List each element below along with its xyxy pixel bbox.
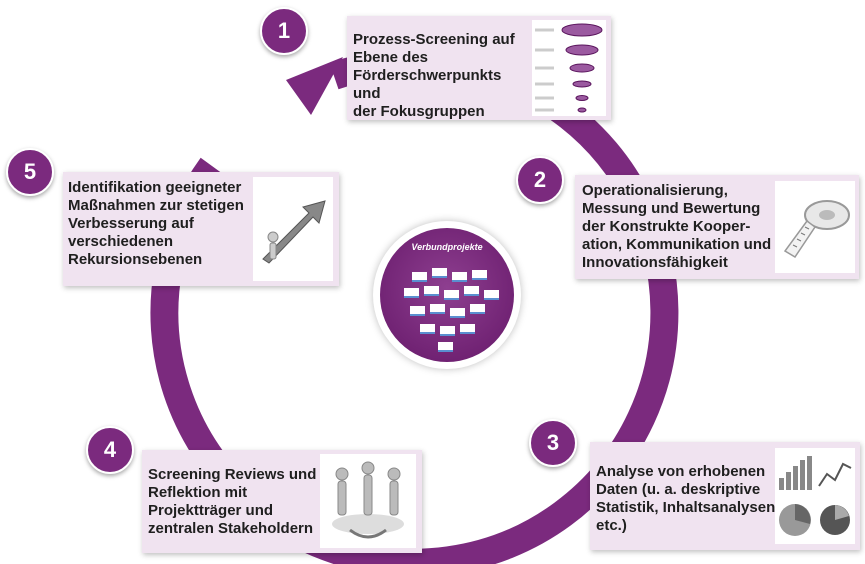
center-hub-disc: Verbundprojekte (380, 228, 514, 362)
project-logo (430, 304, 445, 314)
project-logo (410, 306, 425, 316)
step-2-badge: 2 (516, 156, 564, 204)
step-4-text: Screening Reviews und Reflektion mit Pro… (148, 466, 317, 537)
step-2-box: Operationalisierung, Messung und Bewertu… (575, 175, 859, 279)
measuring-tape-icon (775, 181, 855, 273)
funnel-levels-icon (532, 20, 606, 116)
step-1-badge: 1 (260, 7, 308, 55)
project-logo (470, 304, 485, 314)
project-logo (444, 290, 459, 300)
charts-icon (775, 448, 855, 544)
project-logo (484, 290, 499, 300)
center-hub-label: Verbundprojekte (411, 242, 483, 252)
growth-arrow-icon (253, 177, 333, 281)
project-logo (438, 342, 453, 352)
step-1-text: Prozess-Screening auf Ebene des Fördersc… (353, 31, 515, 120)
step-5-text: Identifikation geeigneter Maßnahmen zur … (68, 179, 244, 268)
project-logo (464, 286, 479, 296)
step-1-box: Prozess-Screening auf Ebene des Fördersc… (347, 16, 611, 120)
step-3-text: Analyse von erhobenen Daten (u. a. deskr… (596, 463, 776, 534)
step-3-box: Analyse von erhobenen Daten (u. a. deskr… (590, 442, 860, 550)
step-4-badge: 4 (86, 426, 134, 474)
step-4-box: Screening Reviews und Reflektion mit Pro… (142, 450, 422, 553)
project-logo (460, 324, 475, 334)
project-logo (432, 268, 447, 278)
step-2-text: Operationalisierung, Messung und Bewertu… (582, 182, 772, 271)
step-5-box: Identifikation geeigneter Maßnahmen zur … (63, 172, 339, 286)
project-logo (420, 324, 435, 334)
project-logo (472, 270, 487, 280)
center-hub: Verbundprojekte (373, 221, 521, 369)
step-3-badge: 3 (529, 419, 577, 467)
project-logo (404, 288, 419, 298)
project-logo (452, 272, 467, 282)
project-logo (440, 326, 455, 336)
figures-discussion-icon (320, 454, 416, 548)
project-logo (424, 286, 439, 296)
project-logo (412, 272, 427, 282)
cycle-arrowhead (286, 57, 343, 115)
project-logo (450, 308, 465, 318)
step-5-badge: 5 (6, 148, 54, 196)
